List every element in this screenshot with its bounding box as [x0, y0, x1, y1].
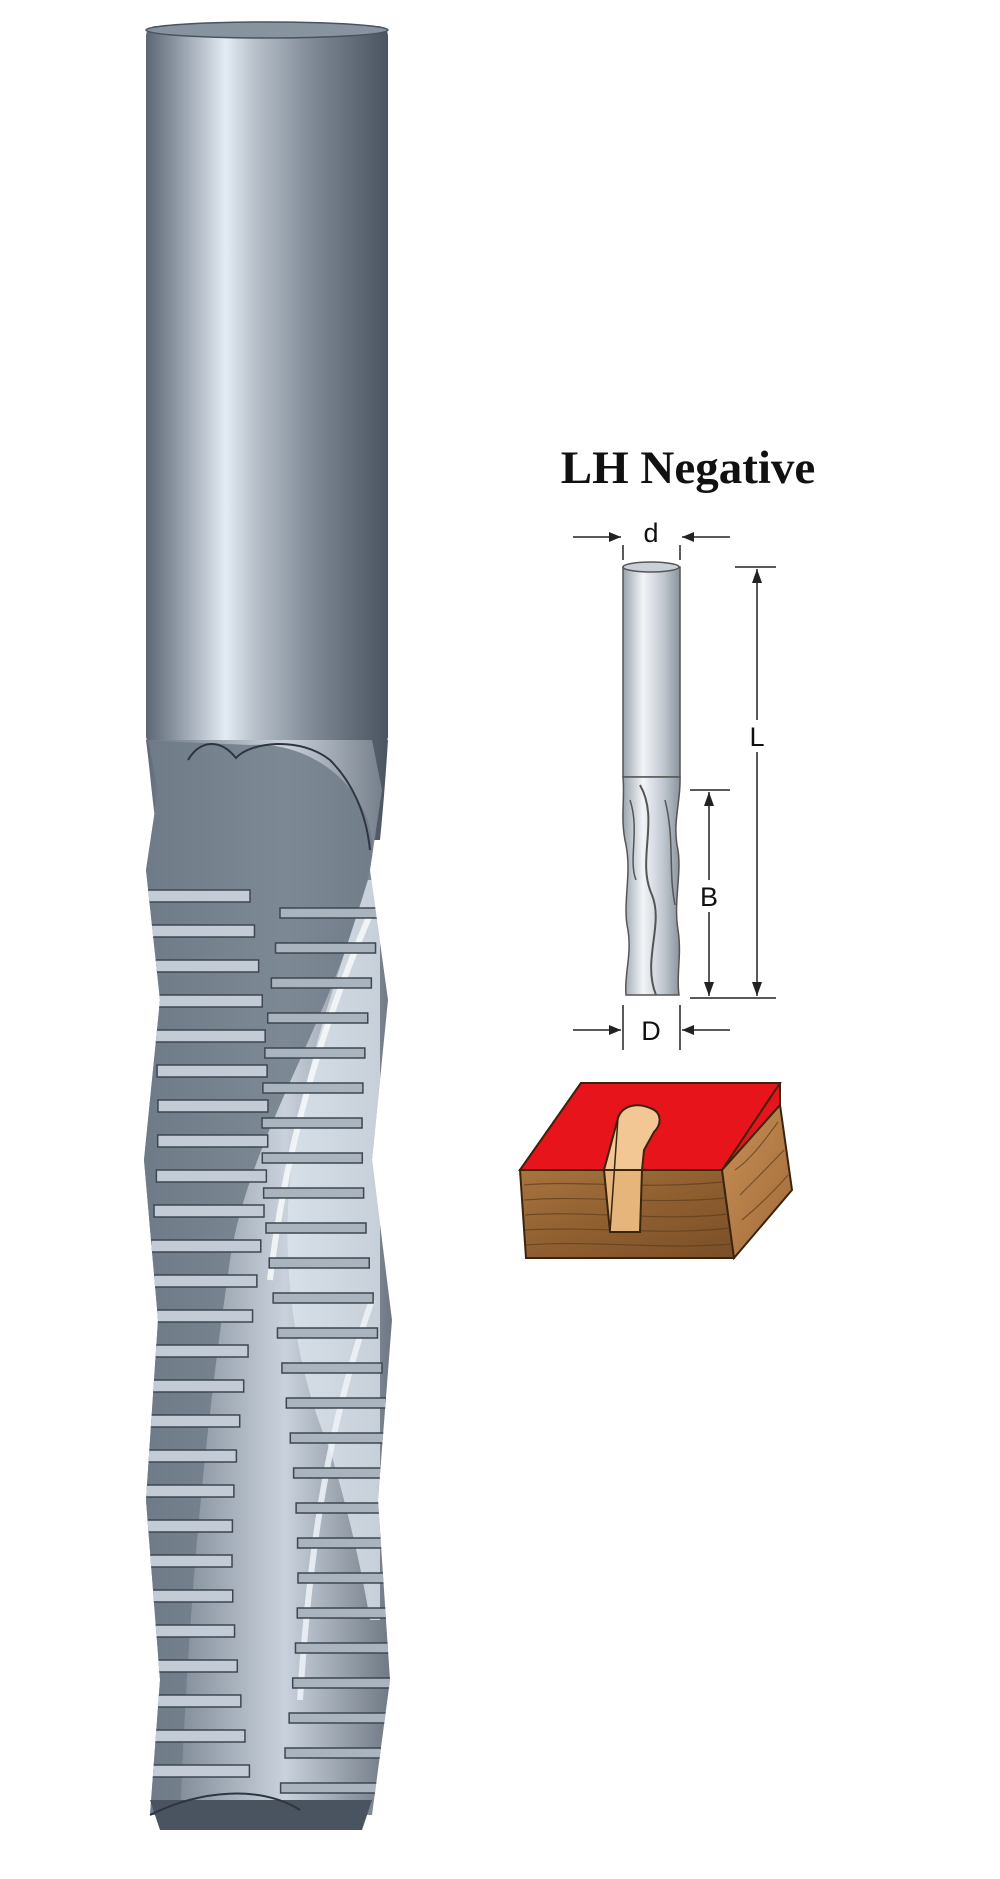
serration-tooth — [262, 1082, 364, 1094]
tool-tip — [150, 1800, 372, 1830]
serration-tooth — [272, 1292, 374, 1304]
serration-tooth — [144, 1449, 238, 1463]
dimension-drawing: d L B D — [573, 518, 776, 1050]
serration-tooth — [264, 1047, 366, 1059]
serration-tooth — [266, 1012, 369, 1024]
workpiece-block — [518, 1082, 794, 1261]
serration-tooth — [279, 907, 381, 919]
serration-tooth — [262, 1187, 365, 1199]
serration-tooth — [144, 1729, 246, 1743]
dim-label-B: B — [700, 882, 718, 912]
serration-tooth — [156, 1064, 268, 1078]
serration-tooth — [144, 1694, 242, 1708]
serration-tooth — [147, 959, 260, 973]
serration-tooth — [281, 1362, 383, 1374]
serration-tooth — [144, 1519, 234, 1533]
serration-tooth — [297, 1572, 392, 1584]
large-end-mill — [144, 21, 392, 1830]
serration-tooth — [153, 1204, 265, 1218]
shank-top-face — [145, 21, 389, 39]
serration-tooth — [261, 1152, 364, 1164]
serration-tooth — [291, 1677, 392, 1689]
serration-tooth — [285, 1397, 388, 1409]
serration-tooth — [156, 1134, 269, 1148]
serration-tooth — [292, 1467, 392, 1479]
serration-tooth — [288, 1712, 390, 1724]
flute-scallop-edge — [187, 742, 371, 851]
tool-shank — [146, 26, 388, 746]
serration-tooth — [146, 1274, 258, 1288]
dim-label-d: d — [643, 518, 658, 548]
serration-tooth — [144, 1414, 241, 1428]
serration-tooth — [274, 942, 377, 954]
dim-label-L: L — [749, 722, 764, 752]
serration-tooth — [150, 1239, 262, 1253]
serration-tooth — [296, 1607, 392, 1619]
serration-tooth — [276, 1327, 379, 1339]
serration-tooth — [144, 1484, 235, 1498]
serration-tooth — [284, 1747, 386, 1759]
serration-tooth — [261, 1117, 363, 1129]
serration-tooth — [289, 1432, 392, 1444]
serration-tooth — [279, 1782, 382, 1794]
serration-tooth — [144, 1589, 234, 1603]
serration-tooth — [268, 1257, 370, 1269]
serration-tooth — [155, 1169, 268, 1183]
serration-tooth — [144, 1309, 254, 1323]
serration-tooth — [151, 994, 264, 1008]
serration-tooth — [144, 1379, 245, 1393]
flute-1 — [144, 740, 373, 1815]
small-bit-shank — [622, 566, 681, 778]
serration-tooth — [154, 1029, 266, 1043]
small-bit-flutes — [622, 776, 681, 996]
serration-tooth — [144, 889, 251, 903]
serration-tooth — [144, 924, 256, 938]
serration-tooth — [144, 1624, 236, 1638]
dim-label-D: D — [641, 1016, 661, 1046]
serration-tooth — [144, 1554, 233, 1568]
serration-tooth — [157, 1099, 269, 1113]
serration-tooth — [294, 1642, 392, 1654]
serration-tooth — [296, 1537, 392, 1549]
serration-tooth — [265, 1222, 367, 1234]
serration-tooth — [295, 1502, 392, 1514]
serration-tooth — [144, 1659, 239, 1673]
serration-tooth — [144, 1764, 251, 1778]
serration-tooth — [270, 977, 373, 989]
serration-tooth — [144, 1344, 249, 1358]
diagram-title: LH Negative — [561, 442, 816, 494]
